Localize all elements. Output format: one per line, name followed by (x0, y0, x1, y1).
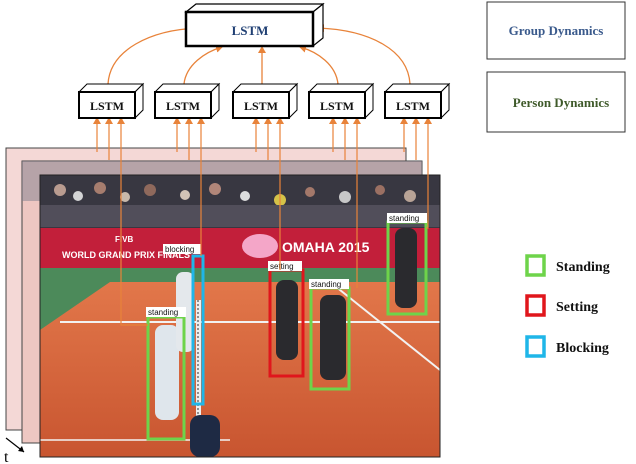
bbox-label-standing-mid: standing (311, 280, 341, 289)
person-lstm-label: LSTM (166, 99, 200, 113)
person-lstm-block: LSTM (231, 82, 299, 120)
banner-logo: FIVB (115, 235, 133, 244)
bbox-label-setting: setting (270, 262, 294, 271)
person-lstm-row: LSTM LSTM LSTM LSTM LSTM (77, 82, 451, 120)
bbox-label-standing-right: standing (389, 214, 419, 223)
top-lstm-label: LSTM (232, 23, 269, 38)
net (196, 300, 201, 430)
player-3 (276, 280, 298, 360)
banner-logo-shape (242, 234, 278, 258)
person-lstm-block: LSTM (383, 82, 451, 120)
person-lstm-block: LSTM (307, 82, 375, 120)
main-frame: FIVB WORLD GRAND PRIX FINALS OMAHA 2015 (39, 174, 441, 458)
person-lstm-block: LSTM (153, 82, 221, 120)
crowd (40, 175, 440, 230)
player-5 (395, 228, 417, 308)
legend-label-setting: Setting (556, 300, 598, 315)
bbox-label-blocking: blocking (165, 245, 194, 254)
group-dynamics-label: Group Dynamics (509, 23, 604, 38)
legend-swatch-standing (525, 254, 546, 277)
person-lstm-label: LSTM (396, 99, 430, 113)
banner-left-text: WORLD GRAND PRIX FINALS (62, 250, 190, 260)
player-1 (155, 325, 179, 420)
person-lstm-label: LSTM (320, 99, 354, 113)
top-lstm-block: LSTM (184, 2, 325, 48)
court (40, 268, 441, 457)
person-lstm-block: LSTM (77, 82, 145, 120)
legend-swatch-setting (525, 294, 546, 317)
feature-connectors (93, 117, 432, 326)
bbox-labels: standing blocking setting standing stand… (146, 213, 427, 317)
bbox-blocking (191, 254, 205, 406)
bbox-label-standing-left: standing (148, 308, 178, 317)
dynamics-panel: Group Dynamics Person Dynamics (486, 1, 626, 133)
time-axis: t (4, 437, 25, 464)
person-dynamics-label: Person Dynamics (513, 95, 609, 110)
group-connectors (107, 24, 411, 85)
person-dynamics-box (486, 71, 626, 133)
referee (190, 415, 220, 457)
legend-label-blocking: Blocking (556, 341, 609, 356)
legend-swatch-blocking (525, 335, 546, 358)
banner-right-text: OMAHA 2015 (282, 239, 370, 255)
time-axis-label: t (4, 449, 9, 464)
person-lstm-label: LSTM (244, 99, 278, 113)
legend-label-standing: Standing (556, 260, 610, 275)
group-dynamics-box (486, 1, 626, 60)
legend: Standing Setting Blocking (525, 254, 610, 358)
person-lstm-label: LSTM (90, 99, 124, 113)
player-4 (320, 295, 346, 380)
ad-banner: FIVB WORLD GRAND PRIX FINALS OMAHA 2015 (40, 228, 440, 268)
